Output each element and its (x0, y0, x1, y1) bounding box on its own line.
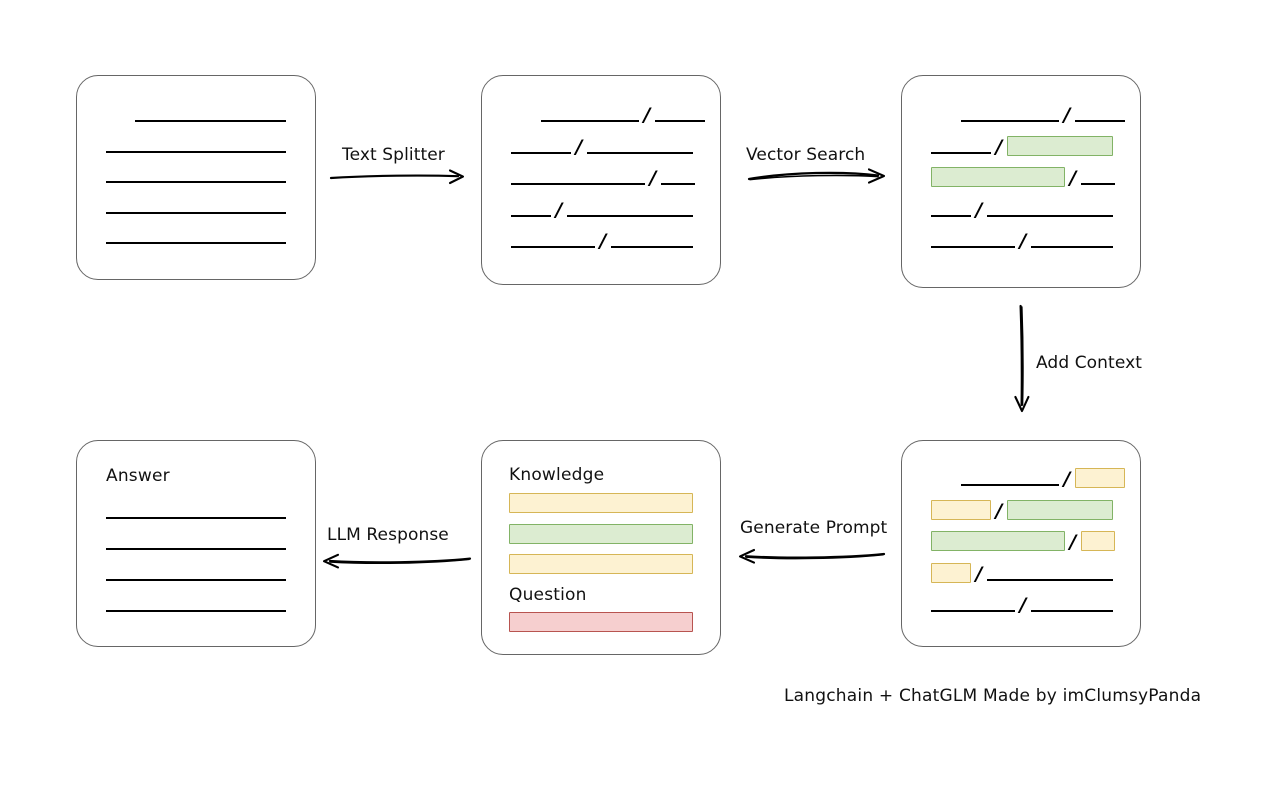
text-line-segment (106, 242, 286, 244)
text-line-segment (567, 214, 693, 217)
split-document-box[interactable] (481, 75, 721, 285)
text-line-segment (511, 183, 645, 185)
green-highlight-segment[interactable] (1007, 135, 1113, 156)
matched-chunk-line: / (931, 230, 1113, 252)
text-line-segment (106, 548, 286, 550)
slash-separator-icon: / (1019, 594, 1027, 616)
text-line-segment (987, 578, 1113, 581)
yellow-prompt-bar[interactable] (509, 493, 693, 513)
text-line-segment (961, 120, 1059, 122)
edge-label-generate-prompt: Generate Prompt (740, 518, 888, 538)
yellow-highlight-segment[interactable] (931, 562, 971, 583)
answer-line (106, 532, 286, 552)
text-line-segment (106, 181, 286, 183)
text-line-segment (135, 120, 286, 122)
yellow-prompt-bar[interactable] (509, 554, 693, 574)
text-line-segment (106, 150, 286, 153)
arrow-generate-prompt (738, 548, 886, 564)
text-line-segment (987, 214, 1113, 217)
context-chunk-line: / (931, 562, 1113, 585)
arrow-vector-search (747, 168, 886, 184)
slash-separator-icon: / (575, 135, 583, 158)
yellow-highlight-segment[interactable] (1075, 468, 1125, 488)
text-line-segment (931, 151, 991, 154)
matched-chunk-line: / (931, 135, 1113, 158)
text-line-segment (931, 246, 1015, 248)
yellow-highlight-segment[interactable] (931, 499, 991, 520)
edge-label-add-context: Add Context (1036, 353, 1143, 373)
knowledge-heading: Knowledge (509, 465, 605, 485)
slash-separator-icon: / (975, 198, 983, 221)
document-line (135, 104, 286, 124)
green-highlight-segment[interactable] (1007, 499, 1113, 520)
edge-label-llm-response: LLM Response (327, 525, 449, 545)
question-heading: Question (509, 585, 587, 605)
slash-separator-icon: / (995, 135, 1003, 158)
text-line-segment (106, 211, 286, 214)
slash-separator-icon: / (975, 562, 983, 585)
text-line-segment (655, 120, 705, 122)
answer-line (106, 501, 286, 521)
split-chunk-line: / (511, 136, 693, 156)
slash-separator-icon: / (1069, 167, 1077, 189)
red-prompt-bar[interactable] (509, 612, 693, 632)
text-line-segment (511, 151, 571, 154)
context-chunk-line: / (961, 468, 1125, 490)
slash-separator-icon: / (995, 499, 1003, 522)
text-line-segment (1031, 610, 1113, 612)
green-prompt-bar[interactable] (509, 524, 693, 544)
text-line-segment (1081, 183, 1115, 185)
document-line (106, 226, 286, 246)
split-chunk-line: / (541, 104, 705, 126)
text-line-segment (931, 610, 1015, 612)
context-chunk-line: / (931, 499, 1113, 522)
arrow-add-context (1014, 304, 1030, 413)
yellow-highlight-segment[interactable] (1081, 531, 1115, 551)
text-line-segment (511, 214, 551, 217)
answer-heading: Answer (106, 466, 170, 486)
edge-label-vector-search: Vector Search (746, 145, 866, 165)
answer-box[interactable] (76, 440, 316, 647)
slash-separator-icon: / (1019, 230, 1027, 252)
green-highlight-segment[interactable] (931, 167, 1065, 187)
arrow-text-splitter (329, 169, 465, 185)
split-chunk-line: / (511, 199, 693, 219)
text-line-segment (541, 120, 639, 122)
text-line-segment (1075, 120, 1125, 122)
edge-label-text-splitter: Text Splitter (342, 145, 445, 165)
slash-separator-icon: / (649, 167, 657, 189)
document-line (106, 165, 286, 185)
text-line-segment (106, 579, 286, 581)
footer-credit: Langchain + ChatGLM Made by imClumsyPand… (784, 686, 1202, 706)
text-line-segment (511, 246, 595, 248)
text-line-segment (611, 246, 693, 248)
slash-separator-icon: / (555, 198, 563, 221)
matched-chunk-line: / (931, 167, 1115, 189)
text-line-segment (106, 517, 286, 519)
text-line-segment (1031, 246, 1113, 248)
split-chunk-line: / (511, 230, 693, 252)
source-document-box[interactable] (76, 75, 316, 280)
document-line (106, 135, 286, 155)
slash-separator-icon: / (1063, 104, 1071, 126)
answer-line (106, 563, 286, 583)
slash-separator-icon: / (599, 230, 607, 252)
arrow-llm-response (322, 553, 472, 569)
answer-line (106, 594, 286, 614)
text-line-segment (587, 151, 693, 154)
split-chunk-line: / (511, 167, 695, 189)
text-line-segment (961, 484, 1059, 486)
text-line-segment (661, 183, 695, 185)
context-chunk-line: / (931, 531, 1115, 553)
slash-separator-icon: / (643, 104, 651, 126)
text-line-segment (106, 610, 286, 612)
matched-chunk-line: / (931, 199, 1113, 219)
green-highlight-segment[interactable] (931, 531, 1065, 551)
slash-separator-icon: / (1063, 468, 1071, 490)
context-chunk-line: / (931, 594, 1113, 616)
text-line-segment (931, 214, 971, 217)
matched-chunk-line: / (961, 104, 1125, 126)
slash-separator-icon: / (1069, 531, 1077, 553)
document-line (106, 196, 286, 216)
